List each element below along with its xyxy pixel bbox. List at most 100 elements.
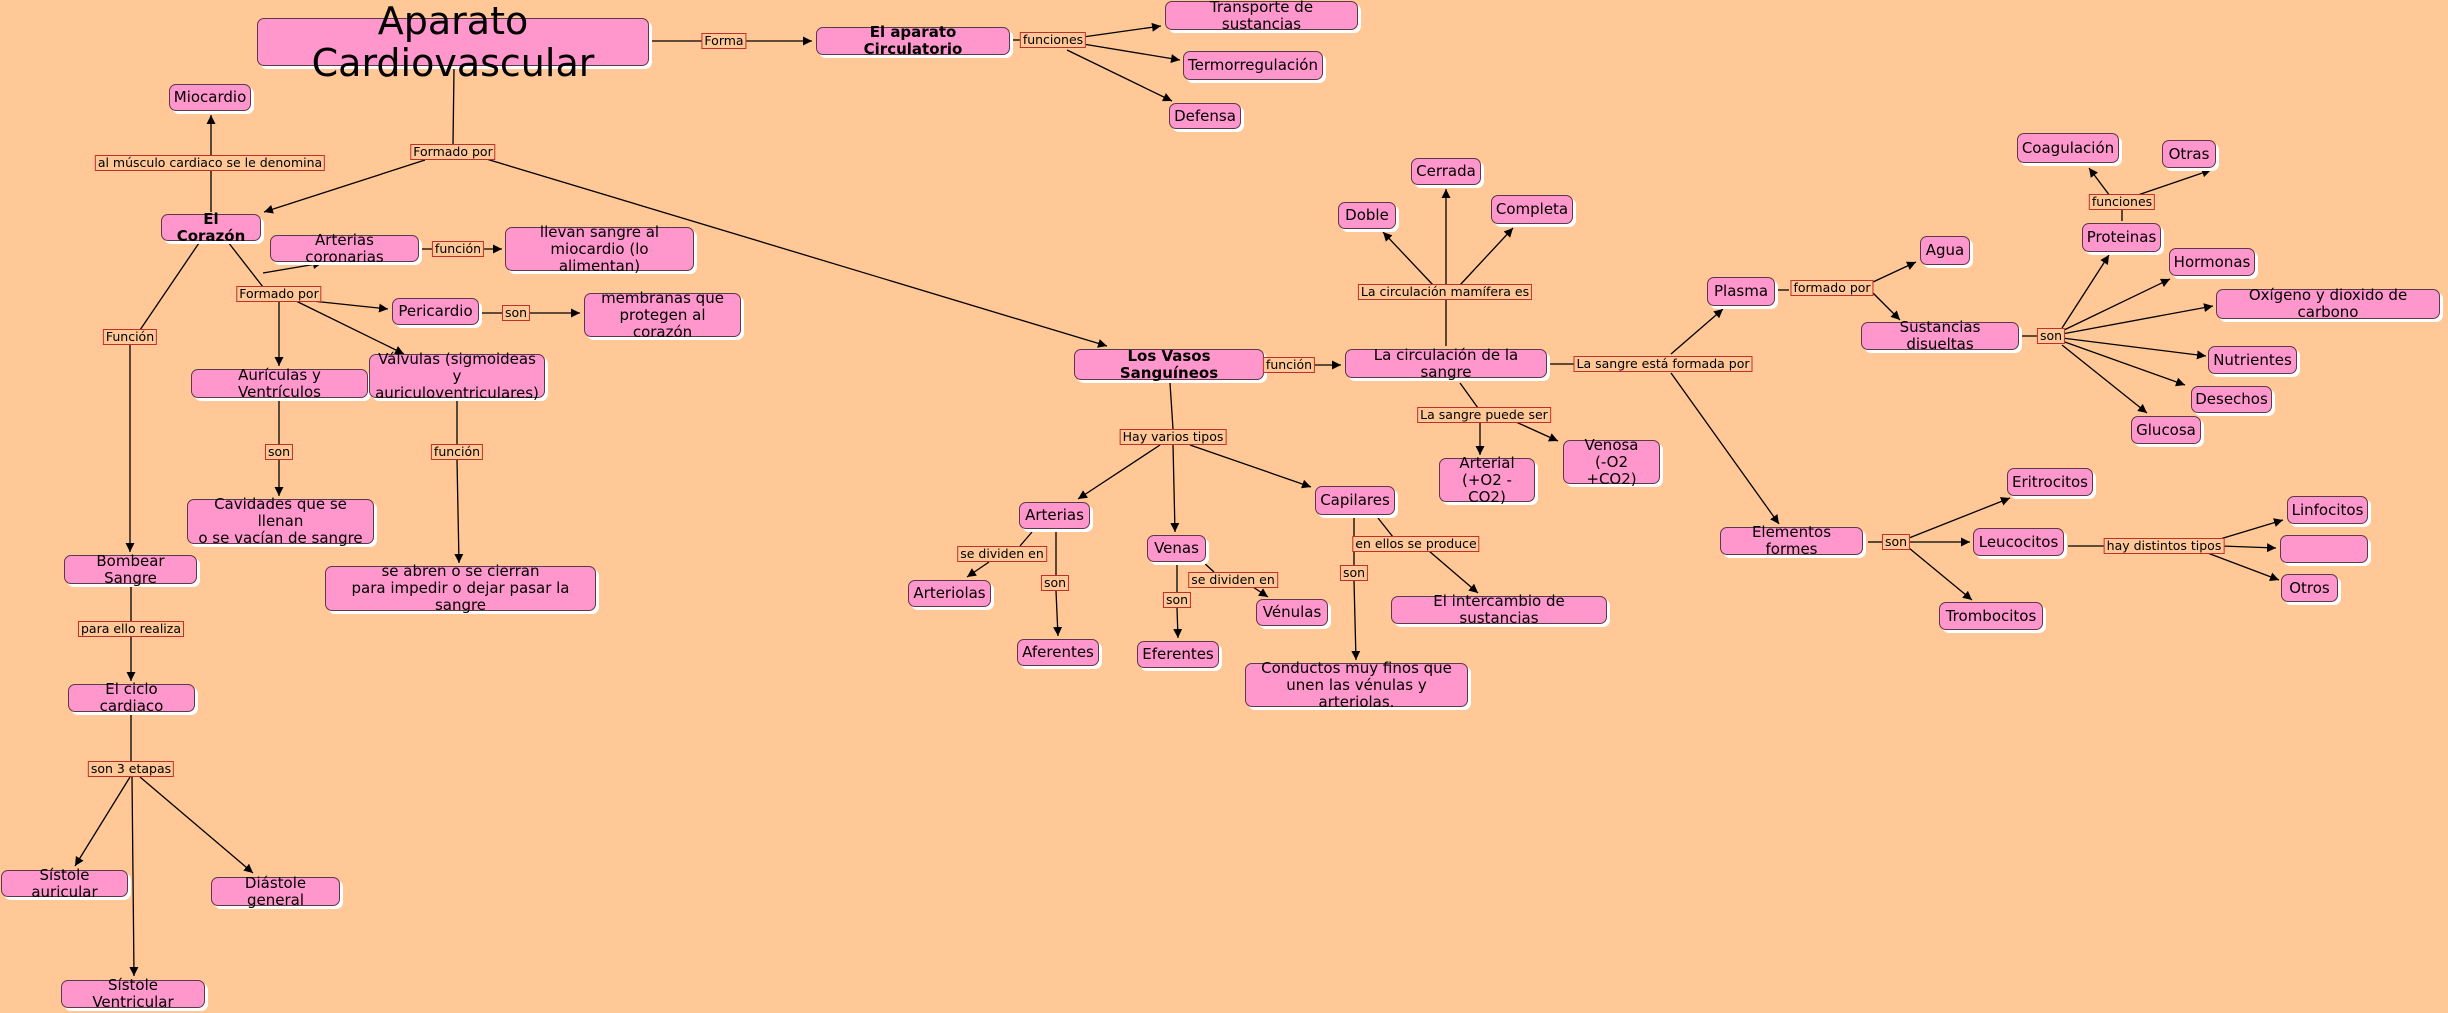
link-label-son-auriculas: son — [264, 444, 294, 460]
node-plasma[interactable]: Plasma — [1707, 277, 1775, 306]
connector-line — [1908, 547, 1973, 601]
link-label-circulacion-mamifera: La circulación mamífera es — [1357, 284, 1533, 300]
node-auriculas-ventriculos[interactable]: Aurículas y Ventrículos — [191, 366, 368, 400]
node-sistole-auricular[interactable]: Sístole auricular — [1, 866, 128, 900]
connector-line — [1189, 444, 1312, 489]
node-elementos-formes[interactable]: Elementos formes — [1720, 524, 1863, 558]
link-label-formado-por-corazon: Formado por — [236, 286, 322, 302]
connector-line — [1459, 227, 1514, 286]
node-sistole-ventricular[interactable]: Sístole Ventricular — [61, 977, 205, 1011]
connector-line — [2061, 254, 2110, 329]
connector-line — [1670, 372, 1780, 525]
connector-line — [1382, 231, 1434, 286]
node-coagulacion[interactable]: Coagulación — [2017, 133, 2119, 163]
node-nutrientes[interactable]: Nutrientes — [2208, 346, 2297, 374]
link-label-formado-por-plasma: formado por — [1790, 280, 1874, 296]
node-cerrada[interactable]: Cerrada — [1411, 158, 1481, 185]
connector-line — [1377, 517, 1394, 538]
link-label-forma: Forma — [701, 33, 747, 49]
link-label-son-elementos: son — [1881, 534, 1911, 550]
connector-line — [2061, 337, 2207, 360]
node-glucosa[interactable]: Glucosa — [2131, 416, 2201, 444]
connector-line — [2134, 168, 2212, 197]
link-label-son-pericardio: son — [501, 305, 531, 321]
node-diastole-general[interactable]: Diástole general — [211, 874, 340, 908]
connector-line — [1066, 49, 1173, 102]
node-arterias[interactable]: Arterias — [1019, 502, 1090, 529]
node-el-corazon[interactable]: El Corazón — [161, 210, 261, 244]
node-eferentes[interactable]: Eferentes — [1137, 641, 1219, 668]
link-label-funcion-coronarias: función — [431, 241, 485, 257]
node-doble[interactable]: Doble — [1338, 202, 1396, 229]
node-pericardio[interactable]: Pericardio — [392, 298, 479, 325]
connector-line — [2196, 548, 2280, 582]
link-label-se-dividen-venas: se dividen en — [1188, 572, 1278, 588]
node-transporte[interactable]: Transporte de sustancias — [1165, 0, 1358, 32]
node-otras[interactable]: Otras — [2162, 140, 2216, 168]
node-proteinas[interactable]: Proteinas — [2082, 223, 2161, 252]
link-label-funcion-vasos: función — [1262, 357, 1316, 373]
node-otros[interactable]: Otros — [2281, 574, 2338, 602]
node-venulas[interactable]: Vénulas — [1256, 599, 1328, 626]
node-aferentes[interactable]: Aferentes — [1017, 639, 1099, 666]
link-label-se-dividen-arterias: se dividen en — [957, 546, 1047, 562]
connector-line — [966, 561, 990, 578]
connector-line — [1082, 43, 1181, 63]
node-llevan-sangre[interactable]: llevan sangre al miocardio (lo alimentan… — [505, 223, 694, 274]
node-arterias-coronarias[interactable]: Arterias coronarias — [270, 231, 419, 265]
link-label-varios-tipos: Hay varios tipos — [1119, 429, 1227, 445]
node-se-abren[interactable]: se abren o se cierran para impedir o dej… — [325, 563, 596, 614]
connector-line — [1202, 561, 1215, 573]
node-neutofilos[interactable] — [2280, 535, 2368, 563]
link-label-funcion-corazon: Función — [102, 329, 158, 345]
connector-line — [1428, 550, 1479, 594]
connector-line — [263, 159, 426, 214]
link-label-son-arterias: son — [1040, 575, 1070, 591]
connector-line — [1053, 590, 1063, 637]
node-agua[interactable]: Agua — [1920, 236, 1970, 265]
node-miocardio[interactable]: Miocardio — [169, 84, 251, 111]
connector-line — [1670, 308, 1724, 355]
node-arterial[interactable]: Arterial (+O2 -CO2) — [1439, 454, 1535, 505]
node-oxigeno[interactable]: Oxígeno y dioxido de carbono — [2216, 287, 2440, 321]
node-capilares[interactable]: Capilares — [1315, 486, 1395, 515]
node-vasos-sanguineos[interactable]: Los Vasos Sanguíneos — [1074, 347, 1264, 381]
node-eritrocitos[interactable]: Eritrocitos — [2007, 468, 2093, 496]
connector-line — [129, 776, 139, 977]
node-venas[interactable]: Venas — [1147, 535, 1206, 562]
node-linfocitos[interactable]: Linfocitos — [2287, 496, 2368, 524]
node-conductos[interactable]: Conductos muy finos que unen las vénulas… — [1245, 659, 1468, 710]
node-leucocitos[interactable]: Leucocitos — [1973, 528, 2064, 556]
node-arteriolas[interactable]: Arteriolas — [908, 580, 991, 607]
node-venosa[interactable]: Venosa (-O2 +CO2) — [1563, 436, 1660, 487]
connector-line — [2220, 543, 2277, 553]
node-ciclo-cardiaco[interactable]: El ciclo cardiaco — [68, 681, 195, 715]
connector-line — [1077, 444, 1161, 500]
link-label-para-ello-realiza: para ello realiza — [77, 621, 185, 637]
connector-line — [74, 776, 131, 867]
node-valvulas[interactable]: Válvulas (sigmoideas y auriculoventricul… — [369, 350, 545, 401]
node-membranas[interactable]: membranas que protegen al corazón — [584, 289, 741, 340]
node-defensa[interactable]: Defensa — [1169, 103, 1241, 129]
link-label-son-capilares: son — [1339, 565, 1369, 581]
connector-line — [227, 241, 264, 288]
node-aparato-circulatorio[interactable]: El aparato Circulatorio — [816, 24, 1010, 58]
node-circulacion-sangre[interactable]: La circulación de la sangre — [1345, 346, 1547, 380]
node-desechos[interactable]: Desechos — [2191, 386, 2272, 413]
link-label-3-etapas: son 3 etapas — [87, 761, 175, 777]
link-label-sangre-puede-ser: La sangre puede ser — [1417, 407, 1551, 423]
node-aparato-cardiovascular[interactable]: Aparato Cardiovascular — [257, 0, 649, 84]
node-hormonas[interactable]: Hormonas — [2169, 248, 2255, 276]
node-bombear-sangre[interactable]: Bombear Sangre — [64, 552, 197, 586]
connector-line — [1351, 580, 1361, 661]
node-sustancias-disueltas[interactable]: Sustancias disueltas — [1861, 319, 2019, 353]
connector-line — [139, 776, 254, 874]
connector-line — [1252, 586, 1269, 598]
node-intercambio[interactable]: El intercambio de sustancias — [1391, 593, 1607, 627]
node-completa[interactable]: Completa — [1491, 195, 1573, 224]
node-trombocitos[interactable]: Trombocitos — [1939, 602, 2043, 630]
node-cavidades[interactable]: Cavidades que se llenan o se vacían de s… — [187, 496, 374, 547]
node-termorregulacion[interactable]: Termorregulación — [1183, 51, 1323, 80]
